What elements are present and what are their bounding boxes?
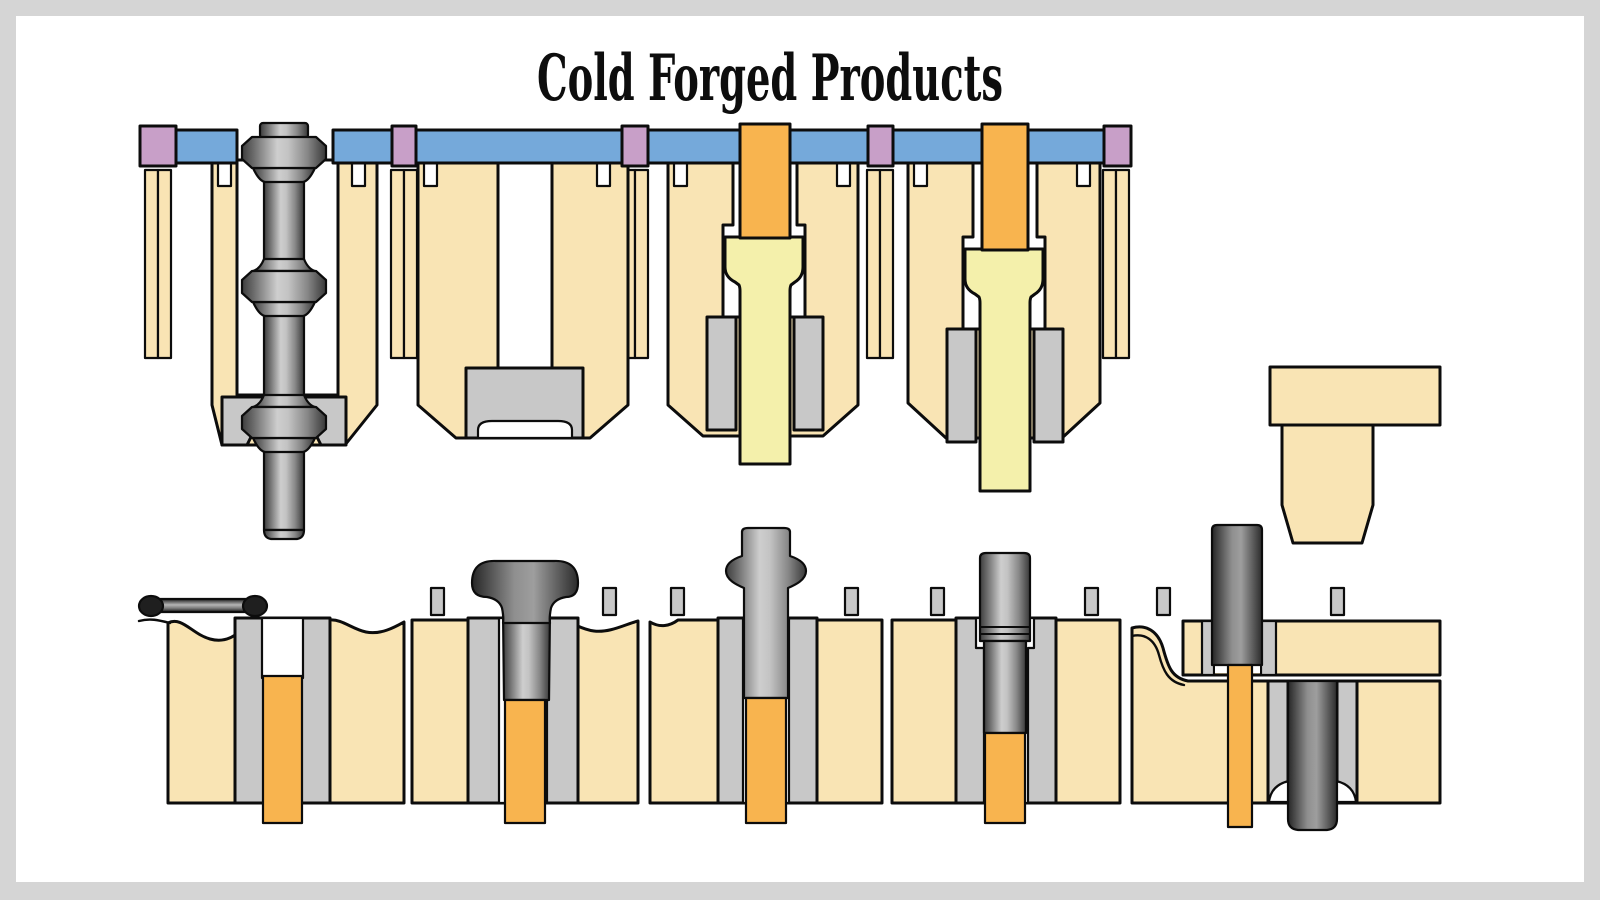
heading-punch-3 bbox=[723, 235, 805, 466]
ejector-pin-2 bbox=[503, 698, 547, 825]
die-insert-upper-3-left bbox=[705, 315, 738, 432]
ejector-pin-3 bbox=[744, 696, 788, 825]
rod-collar-1 bbox=[240, 135, 328, 170]
transfer-tool bbox=[1268, 365, 1442, 545]
holder-side-plates bbox=[143, 168, 1131, 360]
heading-cavity-2 bbox=[476, 419, 574, 440]
wire-blank bbox=[137, 594, 269, 618]
kickout-pin-5 bbox=[1226, 663, 1254, 829]
ejected-part-station-5 bbox=[1286, 679, 1339, 832]
transfer-tool-nose bbox=[1280, 423, 1375, 545]
stepped-knockout-rod bbox=[240, 121, 328, 541]
guide-pins bbox=[429, 586, 1346, 617]
headed-blank-station-2 bbox=[470, 559, 580, 702]
piercing-punch-station-5 bbox=[1210, 523, 1264, 667]
transfer-tool-arm bbox=[1268, 365, 1442, 427]
lower-die-assembly bbox=[137, 365, 1442, 832]
punch-bore-2 bbox=[496, 158, 554, 372]
punch-driver-3 bbox=[738, 122, 792, 240]
extruded-blank-station-4 bbox=[978, 551, 1032, 735]
die-insert-upper-3-right bbox=[792, 315, 825, 432]
die-insert-upper-4-right bbox=[1032, 327, 1065, 444]
ejector-pin-4 bbox=[983, 731, 1027, 825]
ejector-pins bbox=[261, 663, 1254, 829]
rod-tip bbox=[262, 528, 306, 541]
ejector-pin-1 bbox=[261, 674, 304, 825]
surface-line-overhang bbox=[137, 618, 172, 625]
rod-collar-3 bbox=[240, 405, 328, 440]
die-bore-1 bbox=[260, 616, 305, 680]
ram-spacers bbox=[138, 124, 1133, 168]
rod-collar-2 bbox=[240, 269, 328, 304]
plate-insert-right bbox=[1259, 619, 1278, 677]
heading-punch-4 bbox=[963, 247, 1045, 493]
die-insert-upper-4-left bbox=[945, 327, 978, 444]
punch-driver-4 bbox=[980, 122, 1030, 252]
die-block-5-step-line bbox=[1130, 634, 1186, 687]
ram-plate bbox=[174, 128, 1106, 165]
upper-punch-assembly bbox=[138, 121, 1133, 541]
cone-preform-station-3 bbox=[724, 526, 808, 700]
page-title: Cold Forged Products bbox=[537, 41, 1003, 116]
blank-head bbox=[470, 559, 580, 625]
